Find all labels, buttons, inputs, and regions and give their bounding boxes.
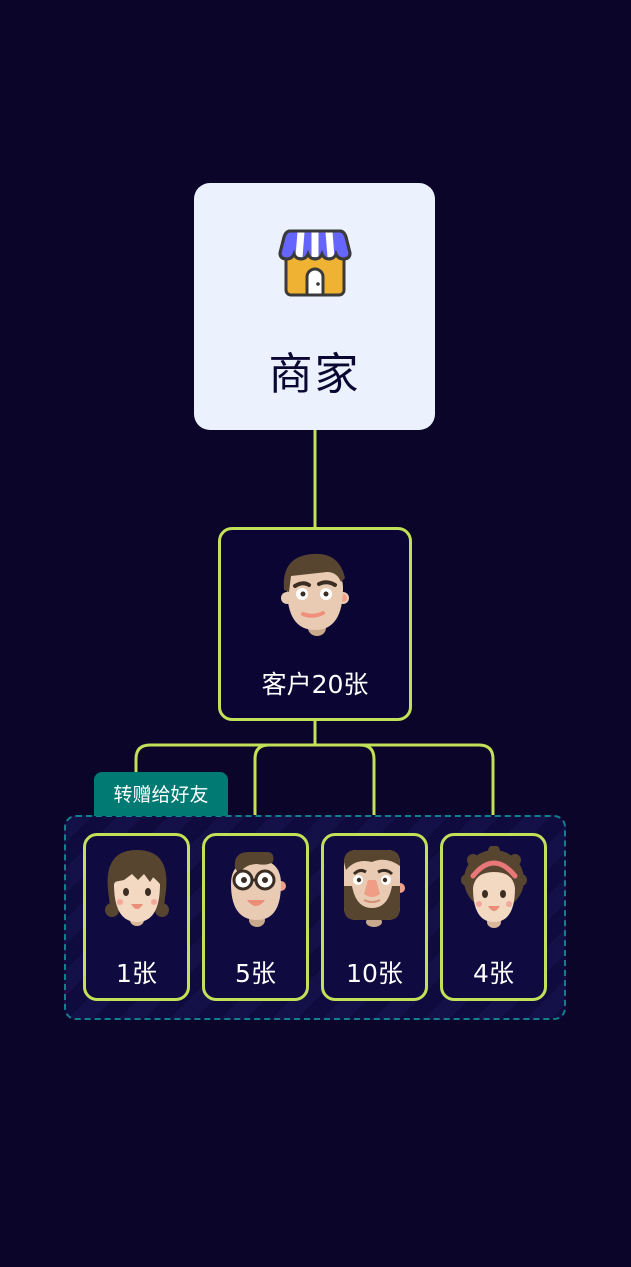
man-glasses-avatar-icon	[231, 852, 286, 927]
bearded-man-avatar-icon	[344, 850, 405, 927]
friend-label-4: 4张	[473, 959, 514, 988]
friend-label-2: 5张	[235, 959, 276, 988]
friend-label-3: 10张	[346, 959, 403, 988]
friend-label-1: 1张	[116, 959, 157, 988]
branch-line-2	[253, 743, 315, 835]
merchant-title: 商家	[268, 349, 361, 400]
gift-to-friends-tag: 转赠给好友	[94, 772, 228, 816]
customer-label: 客户20张	[261, 670, 369, 699]
friend-card-3[interactable]: 10张	[321, 833, 428, 1001]
customer-card[interactable]: 客户20张	[218, 527, 412, 721]
friend-card-2[interactable]: 5张	[202, 833, 309, 1001]
friend-card-1[interactable]: 1张	[83, 833, 190, 1001]
curly-woman-avatar-icon	[461, 846, 527, 928]
branch-line-1	[134, 743, 315, 835]
branch-line-4	[315, 743, 495, 835]
girl-braids-avatar-icon	[105, 850, 169, 926]
man-avatar-icon	[281, 553, 349, 636]
merchant-card[interactable]: 商家	[194, 183, 435, 430]
friend-card-4[interactable]: 4张	[440, 833, 547, 1001]
shop-icon	[278, 229, 352, 297]
